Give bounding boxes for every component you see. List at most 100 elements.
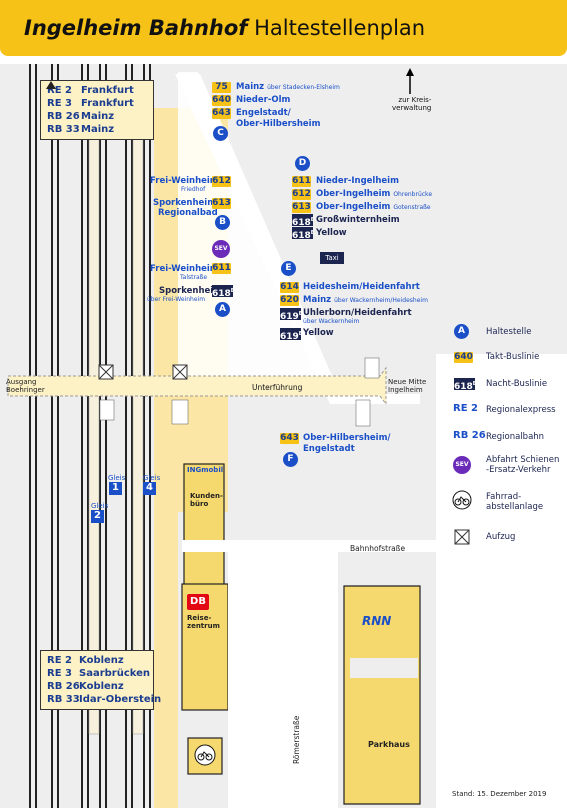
kundenbuero-building: [183, 463, 225, 605]
legend-sev-icon: SEV: [453, 456, 471, 474]
stop-c-dest: Engelstadt/: [236, 108, 291, 118]
exit-boehringer-label: Ausgang Boehringer: [6, 378, 45, 394]
sign-north-row: RB 26: [47, 111, 80, 122]
elevator-icon: [98, 364, 114, 380]
stand-date: Stand: 15. Dezember 2019: [452, 790, 547, 798]
legend-text: Fahrrad- abstellanlage: [486, 492, 544, 512]
stop-e-dest: Uhlerborn/Heidenfahrt: [303, 308, 412, 318]
platform-3-4: [132, 93, 144, 735]
line-badge: 643: [280, 433, 299, 444]
night-line-badge: 619E: [280, 328, 302, 342]
stop-a-dest: Frei-Weinheim: [150, 264, 219, 274]
street-label-roemerstrasse: Römerstraße: [292, 715, 301, 764]
night-line-badge: 618E: [292, 214, 314, 228]
sign-south-row: RE 3: [47, 668, 72, 679]
stop-d-dest: Nieder-Ingelheim: [316, 176, 399, 186]
line-badge: 611: [212, 263, 231, 274]
legend-text: Takt-Buslinie: [486, 352, 540, 362]
kundenbuero-label: Kunden- büro: [190, 492, 223, 508]
road-upper: [175, 74, 420, 404]
elevator-icon: [172, 364, 188, 380]
parkhaus-label: Parkhaus: [368, 740, 410, 749]
stop-d-dest: Großwinternheim: [316, 215, 400, 225]
night-line-badge: 618E: [212, 285, 234, 299]
stop-d-marker[interactable]: D: [295, 156, 310, 171]
legend-text: Haltestelle: [486, 327, 532, 337]
gleis-4-badge: 4: [143, 482, 156, 495]
parkhaus-building: [343, 585, 421, 805]
sign-south-dest: Saarbrücken: [79, 668, 151, 679]
stairs: [99, 357, 380, 427]
night-line-badge: 618E: [292, 227, 314, 241]
legend-elevator-icon: [454, 529, 470, 545]
line-badge: 75: [212, 82, 231, 93]
ingmobil-logo: INGmobil: [187, 466, 224, 474]
stop-c-dest: Mainz über Stadecken-Elsheim: [236, 82, 340, 92]
legend-text: Regionalbahn: [486, 432, 545, 442]
neue-mitte-label: Neue Mitte Ingelheim: [388, 378, 427, 394]
underpass-label: Unterführung: [252, 383, 303, 392]
street-roemerstrasse: [228, 540, 338, 808]
night-line-badge: 619E: [280, 308, 302, 322]
legend-night-icon: 618E: [454, 378, 476, 392]
stop-f-marker[interactable]: F: [283, 452, 298, 467]
legend-bike-icon: [452, 490, 472, 510]
sign-south-row: RB 33: [47, 694, 80, 705]
taxi-sign: Taxi: [320, 252, 344, 264]
platform-1-2: [88, 93, 100, 735]
sign-north-row: RE 3: [47, 98, 72, 109]
reisezentrum-label: Reise- zentrum: [187, 614, 220, 630]
gleis-label: Gleis: [143, 474, 161, 482]
stop-c-dest: Nieder-Olm: [236, 95, 291, 105]
line-badge: 643: [212, 108, 231, 119]
stop-a-dest: Sporkenheim: [159, 286, 223, 296]
stop-a-sub: über Frei-Weinheim: [147, 296, 206, 303]
bike-parking-icon: [194, 744, 216, 766]
stop-f-dest: Engelstadt: [303, 444, 355, 454]
line-badge: 613: [292, 202, 311, 213]
legend-text: Nacht-Buslinie: [486, 379, 548, 389]
sign-south-dest: Koblenz: [79, 681, 124, 692]
page-title: Ingelheim Bahnhof Haltestellenplan: [24, 16, 426, 40]
gleis-label: Gleis: [91, 502, 109, 510]
legend-re-icon: RE 2: [453, 403, 478, 414]
stop-e-dest: Mainz über Wackernheim/Heidesheim: [303, 295, 428, 305]
arrow-up-icon: [46, 81, 56, 89]
line-badge: 640: [212, 95, 231, 106]
stop-b-dest: Regionalbad: [158, 208, 218, 218]
stop-e-marker[interactable]: E: [281, 261, 296, 276]
line-badge: 611: [292, 176, 311, 187]
platform-area: [154, 108, 178, 808]
legend-takt-icon: 640: [454, 352, 473, 363]
sign-south-dest: Idar-Oberstein: [79, 694, 162, 705]
stop-e-sub: über Wackernheim: [303, 318, 360, 325]
gleis-2-badge: 2: [91, 510, 104, 523]
kreisverwaltung-label: zur Kreis- verwaltung: [392, 96, 432, 112]
sign-north-dest: Frankfurt: [81, 85, 134, 96]
gleis-label: Gleis: [108, 474, 126, 482]
sign-north-row: RB 33: [47, 124, 80, 135]
stop-a-marker[interactable]: A: [215, 302, 230, 317]
rnn-logo: RNN: [362, 614, 392, 628]
line-badge: 612: [292, 189, 311, 200]
db-logo: DB: [187, 594, 209, 610]
legend-text: Abfahrt Schienen -Ersatz-Verkehr: [486, 455, 560, 475]
stop-c-dest: Ober-Hilbersheim: [236, 119, 321, 129]
line-badge: 613: [212, 198, 231, 209]
stop-d-dest: Yellow: [316, 228, 347, 238]
line-badge: 620: [280, 295, 299, 306]
sign-north-dest: Mainz: [81, 111, 115, 122]
stop-d-dest: Ober-Ingelheim Ohrenbrücke: [316, 189, 433, 199]
sign-south-dest: Koblenz: [79, 655, 124, 666]
stop-e-dest: Yellow: [303, 328, 334, 338]
line-badge: 614: [280, 282, 299, 293]
legend-stop-icon: A: [454, 324, 469, 339]
stop-a-sub: Talstraße: [180, 274, 208, 281]
stop-b-dest: Frei-Weinheim: [150, 176, 219, 186]
sign-north-row: RE 2: [47, 85, 72, 96]
stop-c-marker[interactable]: C: [213, 126, 228, 141]
stop-b-dest: Sporkenheim/: [153, 198, 220, 208]
stop-b-sub: Friedhof: [181, 186, 206, 193]
sign-north: RE 2 Frankfurt RE 3 Frankfurt RB 26 Main…: [40, 80, 154, 140]
stop-b-marker[interactable]: B: [215, 215, 230, 230]
